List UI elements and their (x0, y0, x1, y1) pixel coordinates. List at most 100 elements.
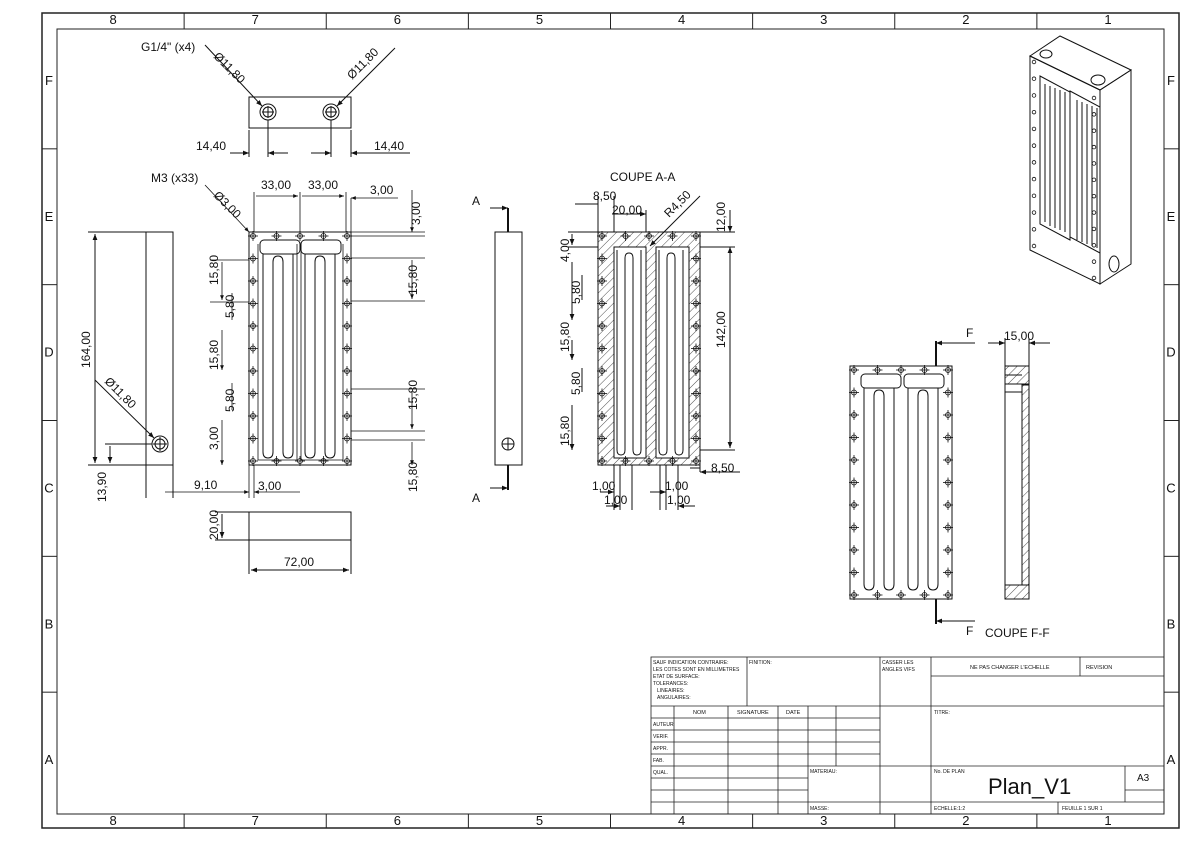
title-block-notes: SAUF INDICATION CONTRAIRE: LES COTES SON… (653, 660, 740, 701)
zone-column-label: 6 (394, 813, 401, 828)
revision-label: REVISION (1086, 665, 1112, 671)
iso-hole (1091, 144, 1097, 150)
view-f-screw-holes (849, 365, 953, 600)
col-name: NOM (693, 710, 706, 716)
zone-row-label: F (1167, 73, 1175, 88)
dim-580-l: 5,80 (223, 294, 237, 318)
zone-column-label: 8 (109, 12, 116, 27)
iso-hole (1091, 275, 1097, 281)
iso-hole (1091, 177, 1097, 183)
zone-row-label: B (45, 616, 54, 631)
zone-row-label: C (44, 480, 53, 495)
dim-top-left: 14,40 (196, 139, 226, 153)
iso-hole (1091, 193, 1097, 199)
dim-1580-r2: 15,80 (406, 380, 420, 410)
dim-164: 164,00 (79, 331, 93, 368)
sheet-size: A3 (1137, 773, 1150, 784)
title-block (650, 656, 1165, 815)
iso-hole (1091, 161, 1097, 166)
iso-hole (1031, 126, 1037, 132)
dim-580-s: 5,80 (569, 280, 583, 304)
iso-hole (1091, 226, 1097, 232)
dim-1580-r1: 15,80 (406, 265, 420, 295)
iso-hole (1091, 243, 1097, 248)
dim-100-d: 1,00 (667, 493, 691, 507)
dim-7200: 72,00 (284, 555, 314, 569)
dim-300-low: 3,00 (207, 426, 221, 450)
isometric-screw-holes (1031, 59, 1097, 281)
scale-label: ECHELLE:1:2 (934, 806, 965, 812)
iso-hole (1091, 128, 1097, 133)
zone-column-label: 7 (252, 12, 259, 27)
dim-14200: 142,00 (714, 311, 728, 348)
zone-column-label: 4 (678, 813, 685, 828)
section-f-title: COUPE F-F (985, 626, 1050, 640)
zone-column-label: 2 (962, 813, 969, 828)
zone-column-label: 4 (678, 12, 685, 27)
drawing-no-label: No. DE PLAN (934, 769, 965, 775)
zone-column-label: 1 (1104, 813, 1111, 828)
dia-screw: Ø3,00 (211, 188, 244, 221)
dim-850-bot: 8,50 (711, 461, 735, 475)
zone-row-label: F (45, 73, 53, 88)
col-signature: SIGNATURE (737, 710, 769, 716)
dim-1580-r3: 15,80 (406, 462, 420, 492)
no-scale-note: NE PAS CHANGER L'ECHELLE (970, 665, 1050, 671)
dim-r450: R4,50 (661, 187, 694, 220)
isometric-view (1028, 35, 1133, 285)
section-mark-f-bottom: F (966, 624, 973, 638)
dim-580-s2: 5,80 (569, 371, 583, 395)
dia-fitting-left: Ø11,80 (211, 49, 248, 86)
note-line: SAUF INDICATION CONTRAIRE: (653, 660, 728, 666)
dim-1580-s1: 15,80 (558, 322, 572, 352)
break-edges-2: ANGLES VIFS (882, 667, 915, 673)
iso-hole (1031, 210, 1037, 215)
section-screw-holes (597, 231, 701, 466)
zone-row-label: B (1167, 616, 1176, 631)
break-edges-1: CASSER LES (882, 660, 914, 666)
dim-580-l2: 5,80 (223, 388, 237, 412)
dia-fitting-right: Ø11,80 (344, 45, 381, 82)
view-f (849, 340, 975, 624)
sheet-label: FEUILLE 1 SUR 1 (1062, 806, 1103, 812)
note-line: ANGULAIRES: (657, 695, 691, 701)
zone-column-label: 5 (536, 813, 543, 828)
iso-hole (1031, 193, 1037, 199)
iso-hole (1091, 112, 1097, 117)
dim-2000: 20,00 (207, 510, 221, 540)
zone-column-label: 3 (820, 813, 827, 828)
dim-top-right: 14,40 (374, 139, 404, 153)
bottom-view (215, 511, 352, 574)
front-view (248, 231, 352, 466)
iso-hole (1031, 109, 1037, 115)
dim-1200: 12,00 (714, 202, 728, 232)
section-mark-f-top: F (966, 326, 973, 340)
row-qual: QUAL. (653, 770, 668, 776)
dim-1580-l1: 15,80 (207, 255, 221, 285)
zone-row-label: E (45, 209, 54, 224)
dim-1580-s2: 15,80 (558, 416, 572, 446)
dim-33-b: 33,00 (308, 178, 338, 192)
section-mark-a-top: A (472, 194, 480, 208)
col-date: DATE (786, 710, 801, 716)
zone-column-label: 6 (394, 12, 401, 27)
dim-3-vert: 3,00 (409, 201, 423, 225)
section-a-a (568, 195, 740, 510)
iso-hole (1031, 160, 1037, 165)
section-a-edge-view (490, 205, 523, 491)
material-label: MATERIAU: (810, 769, 837, 775)
zone-column-label: 1 (1104, 12, 1111, 27)
screws-label: M3 (x33) (151, 171, 198, 185)
zone-column-label: 7 (252, 813, 259, 828)
top-view (204, 44, 410, 157)
zone-row-label: C (1166, 480, 1175, 495)
zone-column-label: 2 (962, 12, 969, 27)
row-verif: VERIF. (653, 734, 669, 740)
zone-ticks (42, 13, 1179, 828)
iso-hole (1091, 210, 1097, 215)
iso-hole (1031, 59, 1037, 65)
dim-1580-l2: 15,80 (207, 340, 221, 370)
dim-3-top: 3,00 (370, 183, 394, 197)
fitting-label: G1/4" (x4) (141, 40, 195, 54)
iso-hole (1091, 259, 1097, 264)
